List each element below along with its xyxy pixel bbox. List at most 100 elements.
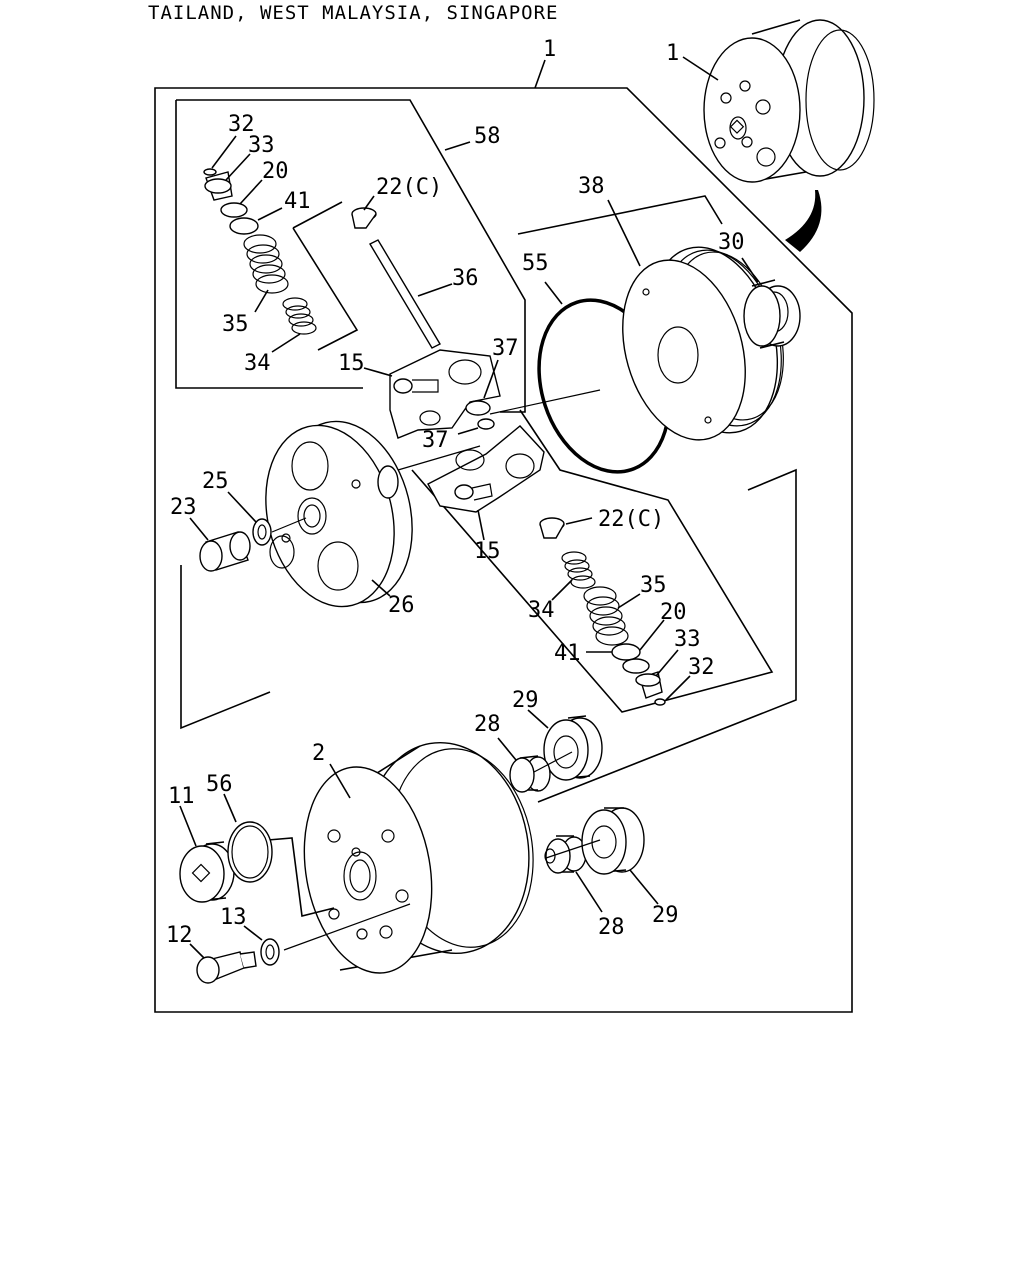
page-title: TAILAND, WEST MALAYSIA, SINGAPORE (148, 2, 559, 24)
callout-20-bottom: 20 (660, 600, 687, 625)
callout-15-top: 15 (338, 351, 365, 376)
leader-1-top (534, 59, 546, 89)
callout-35-top: 35 (222, 312, 249, 337)
leader-38 (607, 199, 641, 267)
leader-30 (741, 257, 759, 283)
leader-28-top (497, 737, 517, 761)
subassembly-58-frame (175, 99, 526, 413)
leader-55 (544, 281, 563, 305)
leader-22c-top (363, 195, 375, 211)
leader-22c-bottom (565, 517, 593, 525)
callout-13: 13 (220, 905, 247, 930)
block-15-bottom (427, 425, 545, 513)
leader-37-top (483, 359, 499, 399)
callout-28-bottom: 28 (598, 915, 625, 940)
callout-26: 26 (388, 593, 415, 618)
fitting-22c-bottom (539, 517, 565, 539)
leader-32-bottom (665, 675, 691, 701)
leader-11 (179, 805, 197, 847)
plate-26 (265, 420, 413, 608)
inset-part-1 (703, 19, 875, 183)
plug-11 (179, 841, 235, 903)
callout-34-top: 34 (244, 351, 271, 376)
callout-2: 2 (312, 741, 325, 766)
assembly-arrow (785, 190, 822, 252)
leader-13 (243, 925, 263, 941)
leader-36 (417, 283, 453, 297)
callout-37-mid: 37 (422, 428, 449, 453)
callout-1-top: 1 (543, 37, 556, 62)
right-bracket (537, 468, 797, 803)
leader-15-top (363, 367, 393, 377)
leader-37-mid (457, 427, 479, 435)
callout-38: 38 (578, 174, 605, 199)
callout-35-bottom: 35 (640, 573, 667, 598)
leader-26 (371, 579, 391, 597)
callout-34-bottom: 34 (528, 598, 555, 623)
leader-56 (223, 793, 237, 823)
seat-37-top (465, 400, 491, 416)
fitting-22c-top (351, 207, 377, 229)
leader-35-bottom (617, 593, 641, 609)
housing-2 (303, 741, 534, 974)
callout-29-top: 29 (512, 688, 539, 713)
leader-25 (227, 491, 257, 523)
axis-line-28-bottom (545, 839, 601, 859)
leader-23 (189, 517, 209, 541)
washer-25 (252, 518, 272, 546)
axis-line-plate (271, 517, 307, 533)
callout-33-bottom: 33 (674, 627, 701, 652)
leader-20-bottom (639, 619, 665, 651)
leader-1-inset (682, 56, 719, 81)
callout-23: 23 (170, 495, 197, 520)
callout-29-bottom: 29 (652, 903, 679, 928)
leader-32-top (211, 135, 237, 169)
leader-41-top (257, 207, 283, 221)
callout-22c-top: 22(C) (376, 175, 442, 200)
top-valve-stack (203, 168, 317, 335)
callout-12: 12 (166, 923, 193, 948)
sleeve-29-bottom (581, 807, 645, 875)
callout-11: 11 (168, 784, 195, 809)
callout-32-bottom: 32 (688, 655, 715, 680)
seal-30 (743, 279, 801, 349)
axis-line-housing (283, 903, 411, 951)
callout-37-top: 37 (492, 336, 519, 361)
leader-29-top (527, 709, 549, 729)
leader-20-top (239, 179, 263, 205)
block-15-top (389, 349, 501, 439)
left-bracket (180, 565, 271, 730)
piston-28-top (509, 755, 551, 793)
leader-2 (329, 763, 351, 799)
cam-ring-38 (622, 246, 784, 441)
callout-25: 25 (202, 469, 229, 494)
leader-58 (444, 141, 471, 151)
plug-23 (199, 531, 251, 572)
leader-34-bottom (551, 579, 573, 601)
assembly-frame (154, 87, 853, 1013)
piston-28-bottom (544, 835, 587, 874)
washer-13 (260, 938, 280, 966)
axis-line-28-top (533, 751, 573, 773)
o-ring-56 (227, 821, 273, 883)
callout-20-top: 20 (262, 159, 289, 184)
callout-22c-bottom: 22(C) (598, 507, 664, 532)
callout-58: 58 (474, 124, 501, 149)
leader-15-bottom (477, 509, 485, 541)
bracket-housing (267, 837, 335, 917)
bottom-valve-stack (561, 551, 666, 706)
callout-32-top: 32 (228, 112, 255, 137)
leader-33-bottom (655, 649, 679, 677)
pin-36 (369, 239, 441, 349)
leader-12 (189, 943, 205, 959)
sleeve-29-top (543, 715, 603, 781)
callout-33-top: 33 (248, 133, 275, 158)
leader-29-bottom (629, 869, 659, 905)
leader-35-top (254, 289, 269, 313)
callout-41-bottom: 41 (554, 641, 581, 666)
bolt-12 (196, 951, 257, 984)
valve-group-frame-right (411, 409, 774, 713)
leader-33-top (225, 153, 251, 181)
callout-1-inset: 1 (666, 41, 679, 66)
